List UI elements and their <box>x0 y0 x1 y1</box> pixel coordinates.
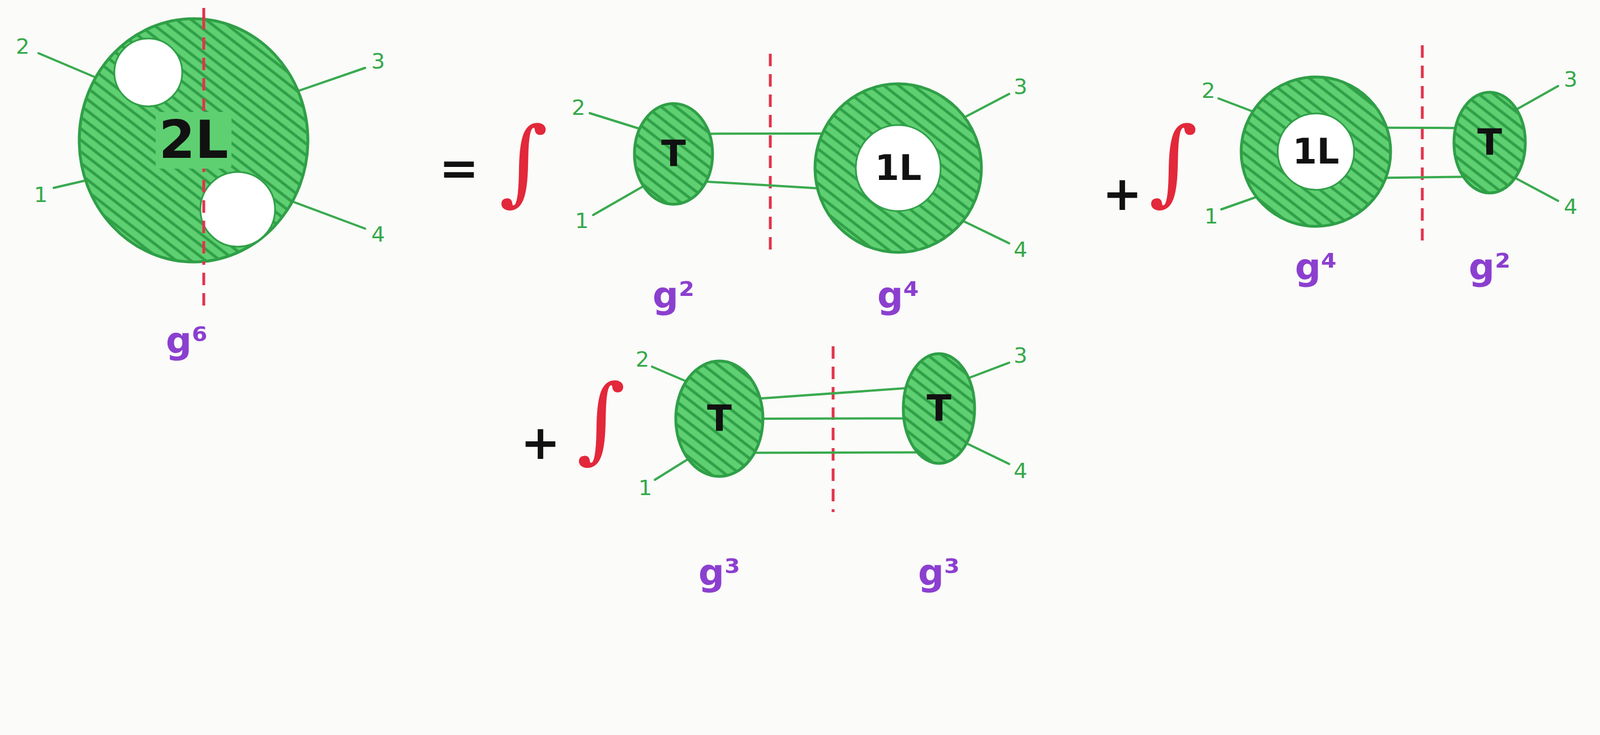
cut-propagator <box>709 132 823 135</box>
cut-propagator <box>754 451 918 455</box>
leg-number: 2 <box>571 96 586 119</box>
coupling-power: g⁶ <box>165 322 208 359</box>
amplitude-blob: T <box>632 101 715 207</box>
amplitude-blob: 1L <box>1239 75 1393 229</box>
coupling-power: g³ <box>698 554 741 591</box>
amplitude-blob: T <box>901 352 977 466</box>
leg-number: 1 <box>575 209 589 232</box>
leg-number: 2 <box>635 348 650 371</box>
blob-label: 1L <box>1292 134 1340 170</box>
amplitude-blob: 2L <box>77 16 310 264</box>
cut-propagator <box>1386 126 1456 130</box>
blob-shape <box>675 361 763 477</box>
cut-propagator <box>762 417 904 420</box>
leg-number: 4 <box>1563 195 1578 218</box>
operator-sign: + <box>520 418 561 467</box>
loop-hole <box>855 125 941 212</box>
loop-hole <box>114 38 183 107</box>
cut-propagator <box>1386 177 1464 179</box>
integral-sign: ∫ <box>1148 114 1198 209</box>
blob-label: T <box>661 135 686 173</box>
blob-shape <box>634 103 713 205</box>
coupling-power: g⁴ <box>877 277 920 314</box>
leg-number: 4 <box>371 223 385 246</box>
coupling-power: g² <box>1468 249 1511 286</box>
leg-line <box>282 198 366 229</box>
leg-number: 4 <box>1013 238 1028 261</box>
leg-number: 3 <box>1013 344 1028 367</box>
blob-shape <box>903 353 975 464</box>
loop-hole <box>200 172 276 247</box>
amplitude-blob: 1L <box>813 82 984 255</box>
leg-number: 3 <box>1563 68 1578 90</box>
blob-label: T <box>926 390 952 427</box>
integral-sign: ∫ <box>499 114 548 209</box>
leg-number: 1 <box>33 183 48 206</box>
leg-number: 3 <box>1013 75 1028 98</box>
coupling-power: g³ <box>918 554 960 591</box>
leg-number: 2 <box>15 35 30 58</box>
leg-number: 2 <box>1201 79 1216 102</box>
leg-number: 1 <box>1204 205 1218 227</box>
operator-sign: = <box>439 144 479 192</box>
blob-shape <box>1241 76 1391 227</box>
cut-line <box>831 346 835 513</box>
loop-hole <box>1277 113 1355 191</box>
blob-shape <box>79 18 308 263</box>
cut-line <box>1421 45 1424 241</box>
blob-label: T <box>706 400 732 437</box>
blob-label: T <box>1477 124 1503 161</box>
leg-number: 4 <box>1013 460 1028 482</box>
coupling-power: g⁴ <box>1294 249 1337 286</box>
blob-shape <box>814 83 982 253</box>
blob-label: 2L <box>155 112 233 169</box>
amplitude-blob: T <box>674 359 765 479</box>
cut-propagator <box>760 388 906 399</box>
cut-line <box>769 53 772 252</box>
amplitude-blob: T <box>1452 90 1527 195</box>
coupling-power: g² <box>652 277 695 314</box>
leg-number: 3 <box>371 50 385 72</box>
blob-label: 1L <box>874 150 922 186</box>
blob-shape <box>1453 92 1526 193</box>
operator-sign: + <box>1102 169 1143 218</box>
leg-number: 1 <box>638 477 652 499</box>
cut-propagator <box>706 181 818 189</box>
integral-sign: ∫ <box>576 372 626 466</box>
